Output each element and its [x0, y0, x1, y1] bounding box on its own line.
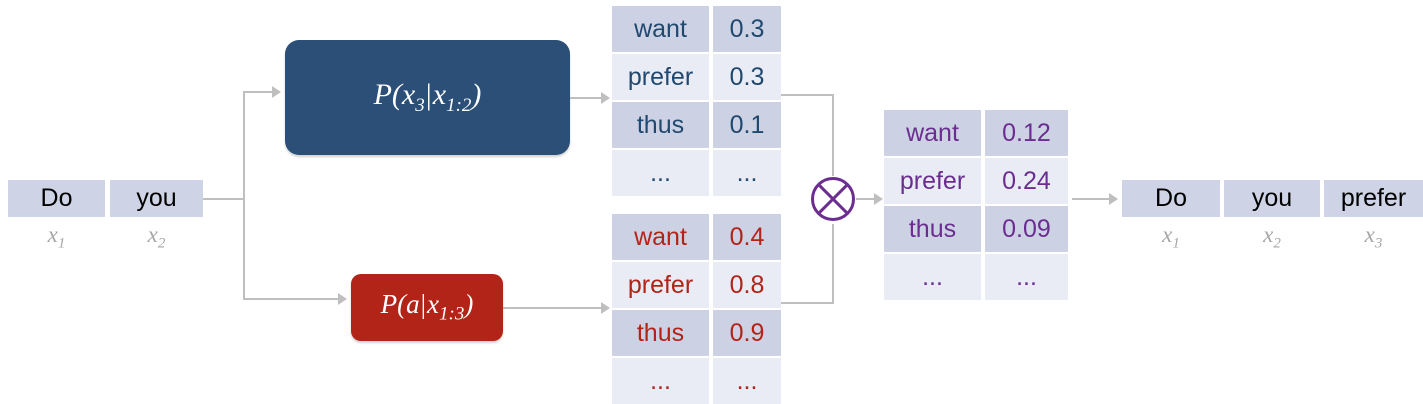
output-token-1: Do — [1122, 180, 1220, 217]
table-row: thus — [612, 102, 709, 148]
table-product-distribution: want 0.12 prefer 0.24 thus 0.09 ... ... — [884, 110, 1068, 300]
arrow-to-product-table — [874, 193, 883, 205]
output-token-3-index: x3 — [1324, 222, 1423, 253]
arrow-to-bottom-model — [338, 293, 347, 305]
table-row: 0.1 — [713, 102, 781, 148]
multiply-operator-icon — [811, 177, 855, 221]
connector-multiply-bottom — [832, 224, 834, 304]
index-letter: x — [147, 222, 158, 247]
table-row: 0.9 — [713, 310, 781, 356]
expr-denominator-sub: 1:3 — [439, 303, 465, 325]
table-row: 0.09 — [985, 206, 1068, 252]
connector-multiply-top — [832, 94, 834, 176]
arrow-to-output-sequence — [1109, 193, 1118, 205]
input-token-1-index: x1 — [8, 222, 105, 253]
table-row: 0.3 — [713, 6, 781, 52]
output-token-1-index: x1 — [1122, 222, 1220, 253]
table-row: ... — [884, 254, 981, 300]
expr-bar: | — [420, 289, 427, 320]
connector-top-table-out — [781, 94, 834, 96]
input-token-2: you — [110, 180, 203, 217]
output-token-3-text: prefer — [1340, 184, 1407, 212]
output-token-3: prefer — [1324, 180, 1423, 217]
model-box-value-model[interactable]: P(a|x1:3) — [351, 274, 503, 341]
expr-close: ) — [464, 289, 474, 320]
table-row: ... — [612, 150, 709, 196]
arrow-to-top-table — [601, 92, 610, 104]
connector-branch-top — [243, 91, 276, 93]
table-row: 0.3 — [713, 54, 781, 100]
table-row: prefer — [612, 262, 709, 308]
input-token-2-text: you — [136, 184, 177, 212]
table-row: 0.8 — [713, 262, 781, 308]
index-sub: 2 — [1273, 235, 1281, 252]
connector-multiply-to-product — [856, 198, 879, 200]
input-token-1: Do — [8, 180, 105, 217]
table-row: want — [612, 214, 709, 260]
expr-bar: | — [425, 78, 432, 111]
arrow-to-bottom-table — [601, 302, 610, 314]
expr-numerator: a — [406, 289, 420, 320]
connector-product-to-output — [1072, 198, 1111, 200]
input-token-1-text: Do — [40, 184, 73, 212]
expr-open: P( — [373, 78, 402, 111]
index-letter: x — [47, 222, 58, 247]
output-token-2-text: you — [1251, 184, 1293, 212]
index-sub: 3 — [1374, 235, 1383, 252]
connector-top-model-to-table — [570, 97, 603, 99]
index-sub: 1 — [1172, 235, 1180, 252]
table-row: 0.24 — [985, 158, 1068, 204]
output-token-2: you — [1224, 180, 1320, 217]
model-box-language-model[interactable]: P(x3|x1:2) — [285, 40, 570, 155]
table-row: ... — [985, 254, 1068, 300]
table-row: thus — [612, 310, 709, 356]
table-row: want — [884, 110, 981, 156]
expr-numerator: x — [401, 78, 416, 111]
expr-numerator-sub: 3 — [415, 95, 425, 116]
expr-close: ) — [471, 78, 482, 111]
connector-branch-bottom — [243, 298, 340, 300]
table-row: thus — [884, 206, 981, 252]
table-value-distribution: want 0.4 prefer 0.8 thus 0.9 ... ... — [612, 214, 781, 404]
table-row: want — [612, 6, 709, 52]
table-row: 0.12 — [985, 110, 1068, 156]
model-top-expression: P(x3|x1:2) — [374, 78, 482, 117]
index-letter: x — [1364, 222, 1375, 247]
expr-denominator-sub: 1:2 — [446, 95, 472, 116]
table-row: ... — [612, 358, 709, 404]
table-row: prefer — [884, 158, 981, 204]
expr-denominator: x — [432, 78, 447, 111]
table-lm-distribution: want 0.3 prefer 0.3 thus 0.1 ... ... — [612, 6, 781, 196]
connector-input-out — [203, 198, 244, 200]
expr-denominator: x — [427, 289, 440, 320]
index-letter: x — [1162, 222, 1173, 247]
index-sub: 1 — [57, 235, 66, 252]
table-row: prefer — [612, 54, 709, 100]
expr-open: P( — [380, 289, 407, 320]
connector-bottom-table-out — [781, 302, 834, 304]
table-row: ... — [713, 358, 781, 404]
connector-branch-vertical — [243, 91, 245, 300]
index-letter: x — [1263, 222, 1274, 247]
index-sub: 2 — [157, 235, 166, 252]
input-token-2-index: x2 — [110, 222, 203, 253]
arrow-to-top-model — [272, 86, 281, 98]
output-token-2-index: x2 — [1224, 222, 1320, 253]
connector-bottom-model-to-table — [503, 307, 603, 309]
model-bottom-expression: P(a|x1:3) — [381, 289, 474, 325]
table-row: ... — [713, 150, 781, 196]
output-token-1-text: Do — [1155, 184, 1187, 212]
table-row: 0.4 — [713, 214, 781, 260]
